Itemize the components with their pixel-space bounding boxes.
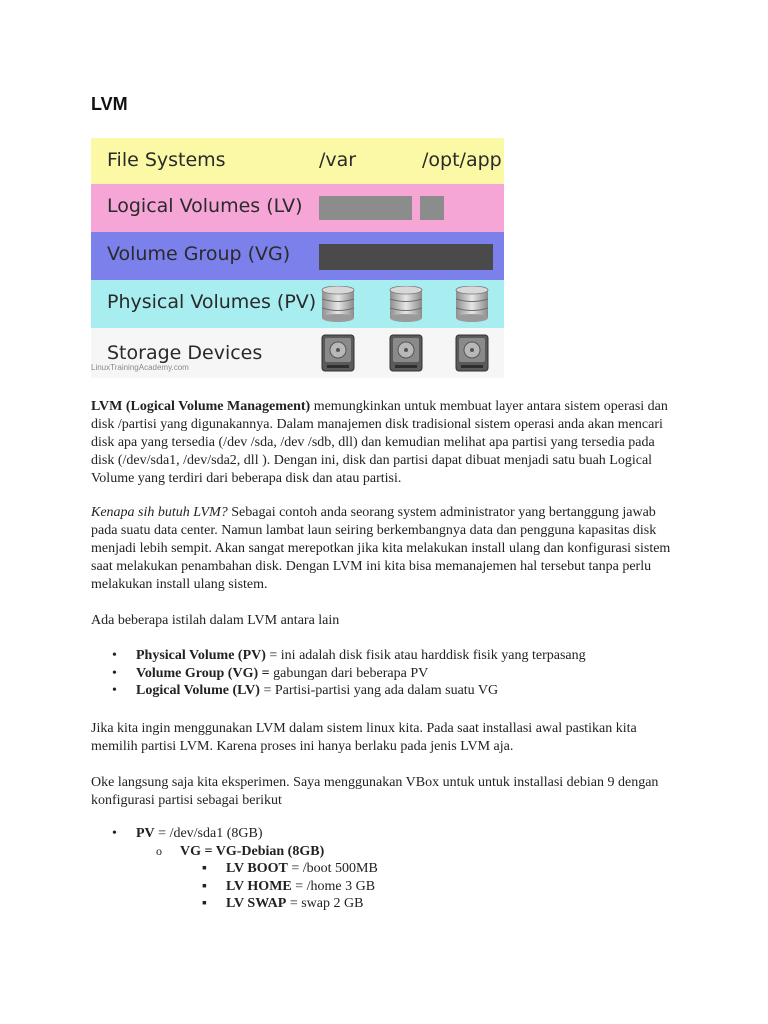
intro-rest: memungkinkan untuk membuat layer antara …: [91, 399, 668, 486]
list-item: LV SWAP = swap 2 GB: [202, 895, 378, 913]
fs-var-label: /var: [319, 149, 357, 171]
vg-block: [319, 244, 493, 270]
fs-optapp-label: /opt/app: [422, 149, 502, 171]
config-lv-label: LV SWAP: [226, 896, 287, 911]
file-systems-label: File Systems: [107, 149, 226, 171]
terms-intro: Ada beberapa istilah dalam LVM antara la…: [91, 613, 340, 628]
intro-paragraph: LVM (Logical Volume Management) memungki…: [91, 398, 671, 488]
list-item: VG = VG-Debian (8GB): [156, 843, 378, 861]
file-systems-band: File Systems /var /opt/app: [91, 138, 504, 184]
database-icon: [389, 286, 423, 322]
experiment-paragraph: Oke langsung saja kita eksperimen. Saya …: [91, 775, 659, 808]
vg-label: Volume Group (VG): [107, 243, 291, 265]
watermark: LinuxTrainingAcademy.com: [91, 363, 189, 372]
storage-devices-band: Storage Devices LinuxTrainingAcademy.com: [91, 328, 504, 378]
term-desc: = Partisi-partisi yang ada dalam suatu V…: [259, 683, 499, 698]
term-name: Logical Volume (LV): [136, 683, 260, 698]
config-lv-label: LV BOOT: [226, 861, 288, 876]
term-desc: = ini adalah disk fisik atau harddisk fi…: [265, 648, 586, 663]
list-item: Volume Group (VG) = gabungan dari bebera…: [112, 665, 586, 683]
list-item: Physical Volume (PV) = ini adalah disk f…: [112, 647, 586, 665]
intro-bold: LVM (Logical Volume Management): [91, 399, 311, 414]
list-item: Logical Volume (LV) = Partisi-partisi ya…: [112, 682, 586, 700]
config-pv-value: = /dev/sda1 (8GB): [154, 826, 263, 841]
sd-label: Storage Devices: [107, 342, 263, 364]
logical-volumes-band: Logical Volumes (LV): [91, 184, 504, 232]
term-name: Physical Volume (PV): [136, 648, 266, 663]
terms-list: Physical Volume (PV) = ini adalah disk f…: [112, 647, 586, 700]
why-paragraph: Kenapa sih butuh LVM? Sebagai contoh and…: [91, 504, 671, 594]
list-item: LV HOME = /home 3 GB: [202, 878, 378, 896]
config-lv-value: = /home 3 GB: [291, 878, 376, 894]
term-name: Volume Group (VG) =: [136, 665, 270, 681]
volume-group-band: Volume Group (VG): [91, 232, 504, 280]
lvm-diagram: File Systems /var /opt/app Logical Volum…: [91, 138, 504, 378]
config-list: PV = /dev/sda1 (8GB) VG = VG-Debian (8GB…: [112, 825, 378, 913]
page-heading: LVM: [91, 94, 128, 114]
why-rest: Sebagai contoh anda seorang system admin…: [91, 505, 671, 592]
database-icon: [455, 286, 489, 322]
list-item: LV BOOT = /boot 500MB: [202, 860, 378, 878]
config-vg-label: VG = VG-Debian (8GB): [180, 843, 325, 859]
config-pv-label: PV: [136, 826, 155, 841]
hard-drive-icon: [455, 334, 489, 372]
hard-drive-icon: [321, 334, 355, 372]
lv-optapp-block: [420, 196, 444, 220]
config-lv-value: = /boot 500MB: [287, 861, 378, 876]
config-lv-label: LV HOME: [226, 878, 292, 894]
pv-label: Physical Volumes (PV): [107, 291, 317, 313]
why-italic: Kenapa sih butuh LVM?: [91, 505, 228, 520]
list-item: PV = /dev/sda1 (8GB): [112, 825, 378, 843]
lv-label: Logical Volumes (LV): [107, 195, 303, 217]
install-paragraph: Jika kita ingin menggunakan LVM dalam si…: [91, 721, 637, 754]
lv-var-block: [319, 196, 412, 220]
config-lv-value: = swap 2 GB: [286, 896, 364, 911]
term-desc: gabungan dari beberapa PV: [269, 665, 429, 681]
database-icon: [321, 286, 355, 322]
hard-drive-icon: [389, 334, 423, 372]
physical-volumes-band: Physical Volumes (PV): [91, 280, 504, 328]
